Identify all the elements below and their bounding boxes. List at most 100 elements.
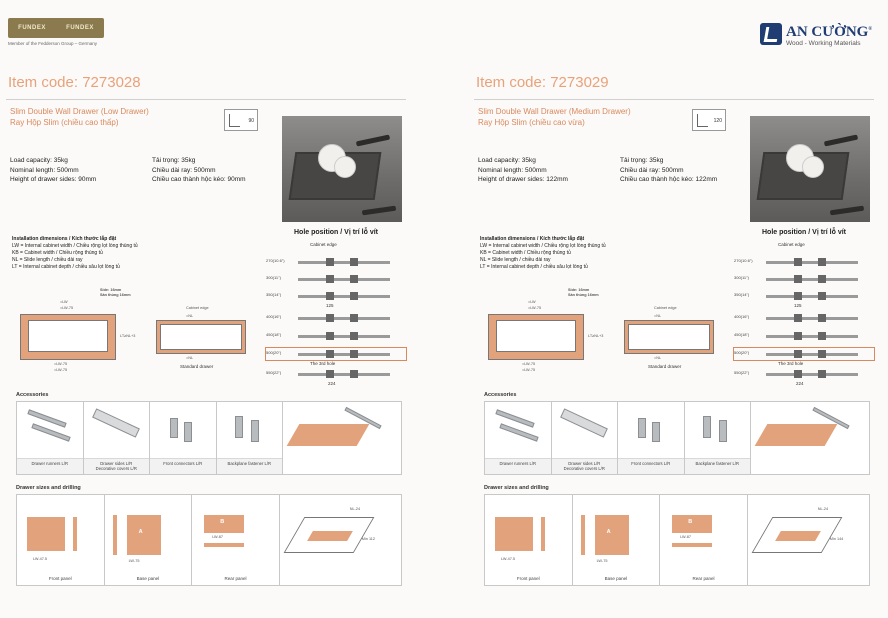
drawer-side-part [91,408,140,438]
product-photo [750,116,870,222]
spec-line: Chiều cao thành hộc kéo: 90mm [152,176,246,183]
dim-label: =NL [186,356,194,360]
base-panel-part [286,424,370,446]
panel-label: B [220,519,225,525]
hole-position-diagram: Cabinet edge 270(10.6") 300(11") 350(14"… [733,240,875,390]
fundex-logo-left-text: FUNDEX [18,25,46,31]
accessory-cell: Drawer sides L/R Decorative covers L/R [551,402,619,474]
drawer-base [774,531,821,541]
front-connector-part [652,422,661,442]
installation-notes: Installation dimensions / Kích thước lắp… [480,236,606,271]
dim-label: Min 144 [829,537,844,541]
drawer-base [306,531,353,541]
divider [6,99,406,100]
drilling-cell: NL-24 Min 112 [280,495,401,585]
accessories-table: Drawer runners L/R Drawer sides L/R Deco… [16,401,402,475]
panel-label: A [138,529,143,535]
drilling-cell: B LW-87 Rear panel [660,495,748,585]
drilling-cell: A LW-75 Base panel [105,495,193,585]
dim-label: =LW-75 [528,306,542,310]
installation-line: KB = Cabinet width / Chiều rộng thùng tủ [480,250,571,256]
dim-label: =NL [654,314,662,318]
dim-label: =LW-75 [522,368,536,372]
side-note: Side: 16mm [100,288,122,292]
drawer-section [496,320,576,352]
product-column-1: Item code: 7273029 Slim Double Wall Draw… [474,66,875,618]
dim-label: =LW [60,300,68,304]
cabinet-edge-label: Cabinet edge [310,242,337,247]
spec-line: Load capacity: 35kg [10,157,68,164]
installation-figure: Side: 16mm Sản thùng 16mm =LW =LW-75 =LW… [488,288,603,372]
drilling-caption: Rear panel [224,576,247,581]
product-title: Slim Double Wall Drawer (Low Drawer) Ray… [10,106,149,128]
hole-row: 350(14") [266,290,406,302]
specs-vi: Tải trọng: 35kg Chiều dài ray: 500mm Chi… [152,156,246,185]
spec-line: Chiều dài ray: 500mm [620,166,684,174]
drilling-table: LW-47.5 Front panel A LW-75 Base panel B… [16,494,402,586]
spec-line: Height of drawer sides: 122mm [478,176,568,183]
spec-line: Tải trọng: 35kg [152,157,196,164]
hole-row: 550(22") [734,368,874,380]
base-panel-edge [112,515,117,555]
product-title: Slim Double Wall Drawer (Medium Drawer) … [478,106,631,128]
dim-label: NL-24 [349,507,361,511]
accessory-cell: Drawer sides L/R Decorative covers L/R [83,402,151,474]
dim-label: LW-75 [128,559,140,563]
accessory-cell: Backplane fastener L/R [216,402,284,474]
hole-row: 550(22") [266,368,406,380]
drawer-side-part [559,408,608,438]
dim-label: LW-47.5 [33,557,47,561]
front-connector-part [638,418,647,438]
accessory-caption: Backplane fastener L/R [216,458,283,474]
spec-line: Height of drawer sides: 90mm [10,176,97,183]
dim-label: LT≥NL+3 [588,334,604,338]
base-panel-part [754,424,838,446]
product-photo [282,116,402,222]
base-panel-edge [580,515,585,555]
installation-line: NL = Slide length / chiều dài ray [12,257,83,263]
rear-panel [672,515,713,533]
drilling-caption: Base panel [604,576,628,581]
specs-en: Load capacity: 35kg Nominal length: 500m… [10,156,96,185]
hole-row: 350(14") [734,290,874,302]
rear-panel-edge [672,543,713,547]
backplane-fastener-part [234,416,243,438]
hole-row: 270(10.6") [266,256,406,268]
drawer-height-icon: 90 [224,109,258,131]
base-panel [594,515,629,555]
accessories-table: Drawer runners L/R Drawer sides L/R Deco… [484,401,870,475]
accessory-cell: Front connectors L/R [150,402,217,474]
drilling-caption: Base panel [136,576,160,581]
product-title-en: Slim Double Wall Drawer (Low Drawer) [10,107,149,116]
fundex-tagline: Member of the Fedderson Group – Germany [8,41,98,46]
registered-mark: ® [868,26,873,32]
backplane-fastener-part [250,420,259,442]
rear-panel [204,515,245,533]
hole-position-title: Hole position / Vị trí lỗ vít [294,229,379,236]
drilling-cell: NL-24 Min 144 [748,495,869,585]
hole-position-diagram: Cabinet edge 270(10.6") 300(11") 350(14"… [265,240,407,390]
dim-label: LW-75 [596,559,608,563]
installation-line: LW = Internal cabinet width / Chiều rộng… [12,243,138,249]
product-title-vi: Ray Hộp Slim (chiều cao thấp) [10,118,119,127]
third-hole-label: The 3rd hole [778,361,804,366]
spec-line: Nominal length: 500mm [10,166,79,174]
spec-line: Nominal length: 500mm [478,166,547,174]
accessory-caption: Backplane fastener L/R [684,458,751,474]
drilling-caption: Front panel [48,576,72,581]
accessory-caption: Front connectors L/R [150,458,216,474]
dim-label: NL-24 [817,507,829,511]
hole-row: 450(18") [266,330,406,342]
hole-row: 270(10.6") [734,256,874,268]
spec-line: Chiều cao thành hộc kéo: 122mm [620,176,718,183]
hole-dim: 125 [326,303,334,308]
fundex-logo: FUNDEX FUNDEX Member of the Fedderson Gr… [8,18,104,50]
specs-vi: Tải trọng: 35kg Chiều dài ray: 500mm Chi… [620,156,717,185]
accessory-cell: Drawer runners L/R [17,402,84,474]
front-connector-part [184,422,193,442]
rear-panel-edge [204,543,245,547]
accessory-cell [751,402,869,474]
an-cuong-name: AN CƯỜNG [786,23,869,40]
hole-dim: 125 [794,303,802,308]
